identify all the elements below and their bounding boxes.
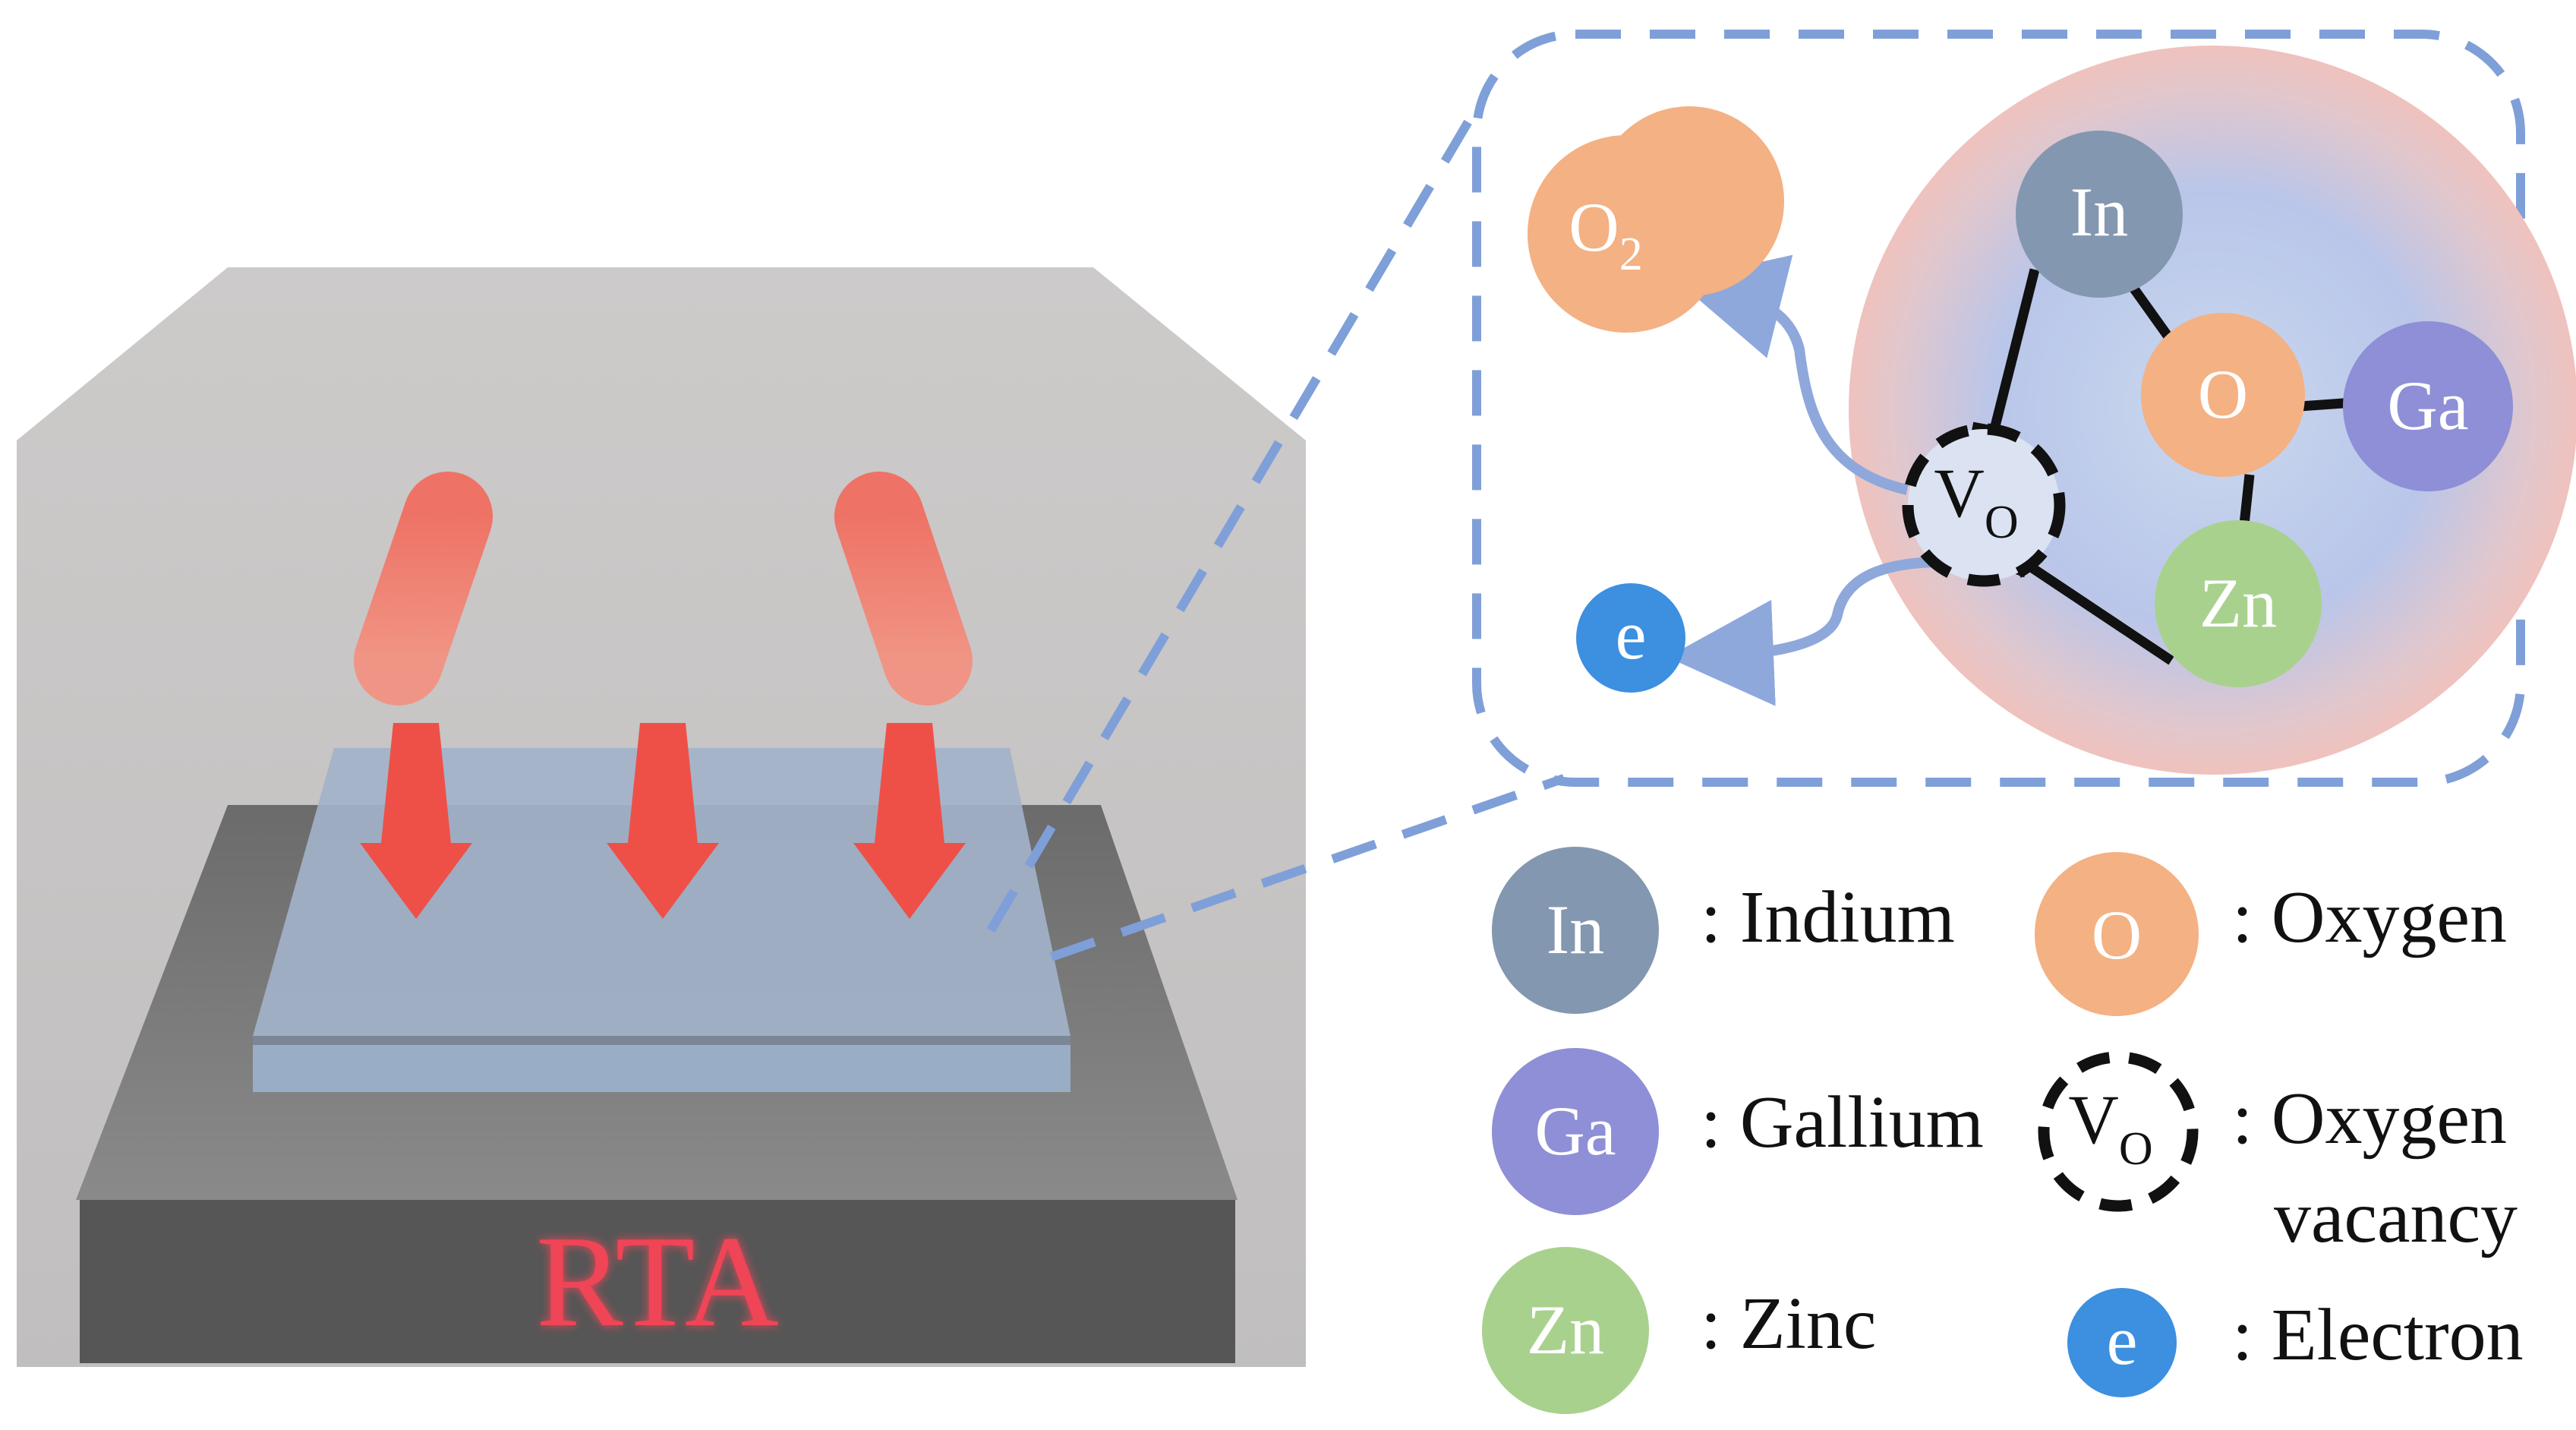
legend-electron-symbol: e (2107, 1302, 2138, 1379)
electron-circle (1576, 583, 1685, 693)
indium-label: In (2070, 173, 2129, 251)
oxygen-circle (2141, 313, 2305, 477)
zoom-callout: O2 e In O Ga Zn VO (986, 30, 2576, 961)
bond-in-vo (1989, 268, 2040, 431)
heat-arrows (360, 723, 966, 919)
legend-vacancy-icon (2038, 1051, 2199, 1212)
atom-gallium: Ga (2343, 321, 2513, 491)
legend-gallium-label: : Gallium (1701, 1081, 1984, 1163)
arrow-vo-to-o2 (1676, 254, 1909, 495)
o2-label: O2 (1569, 188, 1642, 280)
legend-electron-label: : Electron (2232, 1294, 2524, 1376)
legend-vacancy-symbol: VO (2068, 1081, 2152, 1175)
legend-vacancy-label-line2: vacancy (2274, 1176, 2518, 1258)
heat-arrow-left (360, 723, 472, 919)
legend-indium-symbol: In (1547, 891, 1605, 968)
electron-particle: e (1576, 583, 1685, 693)
heat-arrow-right (853, 723, 966, 919)
atom-indium: In (2016, 131, 2183, 298)
legend-electron-icon (2067, 1288, 2177, 1397)
legend-oxygen-label: : Oxygen (2232, 876, 2507, 958)
heat-arrow-middle (607, 723, 719, 919)
legend-oxygen-symbol: O (2092, 896, 2142, 974)
substrate-front (80, 1200, 1235, 1363)
legend-gallium-symbol: Ga (1534, 1092, 1616, 1170)
heat-pills (354, 472, 973, 706)
legend-indium-icon (1492, 847, 1659, 1014)
oxygen-label: O (2198, 355, 2248, 433)
legend-zinc-label: : Zinc (1701, 1283, 1876, 1365)
legend-item-oxygen: O : Oxygen (2035, 852, 2507, 1016)
legend-zinc-icon (1482, 1247, 1649, 1414)
bond-vo-zn (2020, 557, 2174, 665)
legend-item-gallium: Ga : Gallium (1492, 1048, 1984, 1215)
film-middle-line (253, 1036, 1070, 1045)
o2-molecule: O2 (1528, 106, 1784, 333)
arrow-vo-to-electron (1667, 557, 1944, 706)
heat-pill-right (834, 472, 973, 706)
legend-item-oxygen-vacancy: VO : Oxygen vacancy (2038, 1051, 2518, 1258)
rta-label: RTA (536, 1210, 779, 1354)
legend-indium-label: : Indium (1701, 876, 1955, 958)
gallium-circle (2343, 321, 2513, 491)
film-bottom-layer (253, 1040, 1070, 1092)
gallium-label: Ga (2387, 367, 2468, 444)
legend-item-electron: e : Electron (2067, 1288, 2524, 1397)
legend: In : Indium O : Oxygen Ga : Gallium VO :… (1482, 847, 2524, 1414)
vacancy-ring (1902, 423, 2066, 587)
indium-circle (2016, 131, 2183, 298)
legend-gallium-icon (1492, 1048, 1659, 1215)
o2-atom-left (1528, 135, 1725, 333)
zoom-lead-line-upper (986, 111, 1477, 933)
electron-label: e (1616, 596, 1647, 674)
zinc-label: Zn (2199, 564, 2277, 642)
atom-zinc: Zn (2155, 520, 2322, 687)
vacancy-label: VO (1934, 454, 2018, 548)
legend-vacancy-label-line1: : Oxygen (2232, 1078, 2507, 1160)
legend-oxygen-icon (2035, 852, 2199, 1016)
rta-device: RTA (17, 267, 1306, 1367)
atom-oxygen: O (2141, 313, 2305, 477)
legend-item-indium: In : Indium (1492, 847, 1955, 1014)
zoom-lead-line-lower (1050, 774, 1565, 961)
legend-item-zinc: Zn : Zinc (1482, 1247, 1876, 1414)
heat-pill-left (354, 472, 493, 706)
legend-zinc-symbol: Zn (1527, 1291, 1604, 1368)
zinc-circle (2155, 520, 2322, 687)
oxygen-vacancy: VO (1902, 423, 2066, 587)
